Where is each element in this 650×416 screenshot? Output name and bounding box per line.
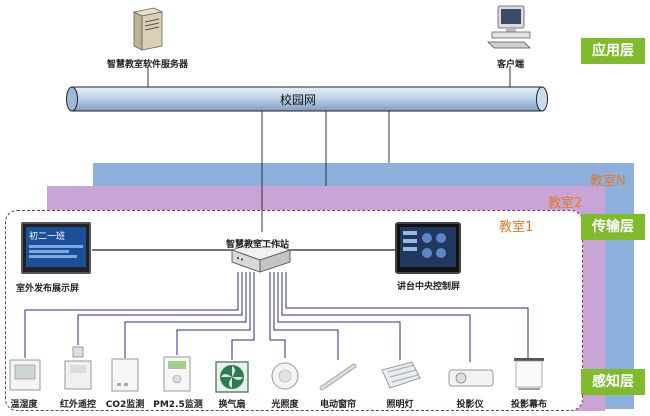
perception-layer-tag: 感知层 [581, 369, 645, 395]
device-label-thermo-hygrometer: 温湿度 [10, 400, 38, 410]
workstation-label: 智慧教室工作站 [226, 240, 290, 250]
room-2-label: 教室2 [548, 196, 583, 211]
client-label: 客户端 [497, 60, 525, 70]
device-label-lighting: 照明灯 [386, 400, 414, 410]
room-1-label: 教室1 [499, 220, 534, 235]
transport-layer-tag: 传输层 [581, 214, 645, 240]
lighting-icon [381, 361, 421, 389]
campus-network-pipe [66, 86, 548, 112]
curtain-motor-icon [319, 363, 357, 391]
device-label-light-sensor: 光照度 [271, 400, 299, 410]
device-label-pm25: PM2.5监测 [153, 400, 203, 410]
thermo-hygrometer-icon [9, 359, 41, 391]
device-label-co2: CO2监测 [105, 400, 145, 410]
device-label-ir-remote: 红外遥控 [59, 400, 96, 410]
application-layer-tag: 应用层 [581, 38, 645, 64]
server-icon [132, 7, 164, 51]
device-label-fan: 换气扇 [218, 400, 246, 410]
outdoor-display-label: 室外发布展示屏 [16, 284, 80, 294]
co2-sensor-icon [111, 358, 139, 392]
room-n-label: 教室N [590, 174, 626, 189]
projection-screen-icon [514, 358, 544, 390]
outdoor-screen-title: 初二一班 [29, 232, 66, 242]
client-pc-icon [487, 5, 531, 49]
ir-remote-icon [64, 346, 92, 390]
podium-control-screen [395, 222, 461, 274]
campus-network-label: 校园网 [280, 93, 317, 107]
server-label: 智慧教室软件服务器 [107, 60, 189, 70]
device-label-curtain: 电动窗帘 [319, 400, 356, 410]
workstation-icon [230, 239, 292, 273]
pm25-sensor-icon [163, 356, 191, 392]
ventilation-fan-icon [215, 361, 249, 393]
outdoor-display-screen: 初二一班 [21, 222, 91, 274]
device-label-projection-screen: 投影幕布 [510, 400, 547, 410]
projector-icon [448, 369, 494, 387]
device-label-projector: 投影仪 [456, 400, 484, 410]
light-sensor-icon [271, 362, 299, 390]
podium-control-label: 讲台中央控制屏 [397, 282, 461, 292]
